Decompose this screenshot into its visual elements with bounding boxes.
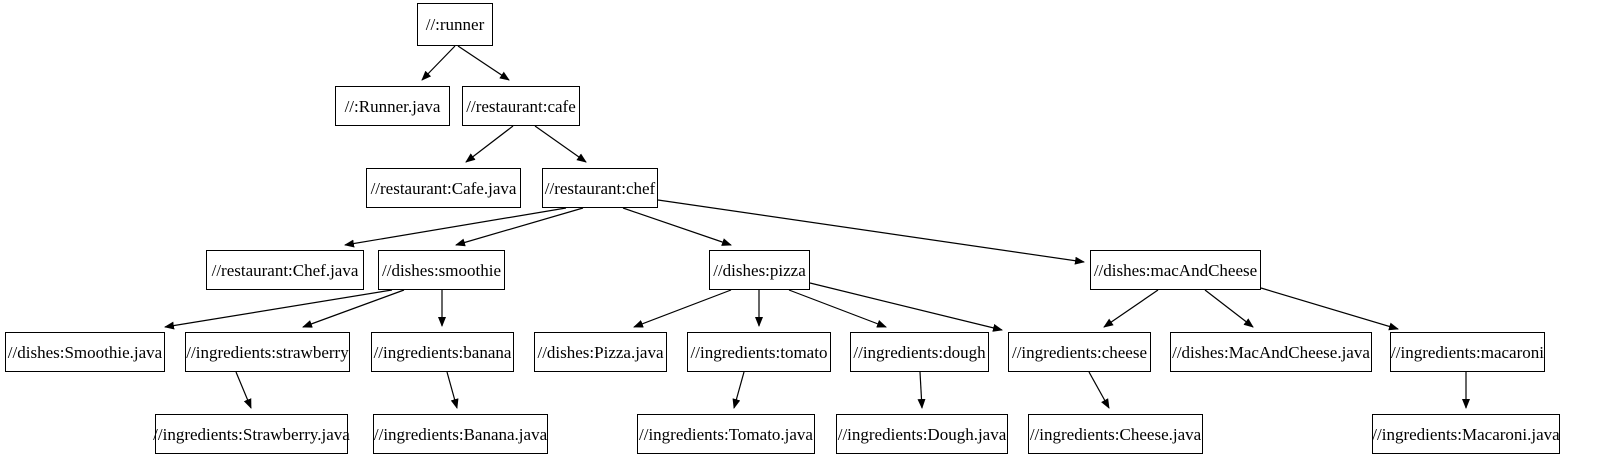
graph-node-label: //ingredients:cheese <box>1011 342 1147 362</box>
graph-edge-dishes_pizza-to-pizza_java <box>633 289 732 328</box>
graph-edge-dishes_smoothie-to-ing_strawberry <box>302 289 405 328</box>
graph-node-label: //restaurant:Cafe.java <box>370 178 517 198</box>
graph-edge-ing_cheese-to-cheese_java <box>1088 371 1110 409</box>
graph-node-strawberry_java[interactable]: //ingredients:Strawberry.java <box>153 414 350 454</box>
graph-node-ing_banana[interactable]: //ingredients:banana <box>371 332 514 372</box>
graph-node-ing_strawberry[interactable]: //ingredients:strawberry <box>185 332 350 372</box>
graph-edge-dishes_macandchee-to-ing_cheese <box>1103 289 1159 328</box>
graph-node-cheese_java[interactable]: //ingredients:Cheese.java <box>1028 414 1203 454</box>
graph-node-label: //ingredients:strawberry <box>186 342 349 362</box>
graph-node-label: //ingredients:Banana.java <box>373 424 548 444</box>
graph-node-dishes_pizza[interactable]: //dishes:pizza <box>709 250 810 290</box>
graph-node-label: //:runner <box>425 15 485 34</box>
graph-edge-restaurant_cafe-to-restaurant_chef <box>534 125 587 163</box>
graph-node-macandcheese_java[interactable]: //dishes:MacAndCheese.java <box>1170 332 1372 372</box>
graph-node-pizza_java[interactable]: //dishes:Pizza.java <box>534 332 667 372</box>
graph-node-label: //restaurant:chef <box>544 178 656 198</box>
graph-node-banana_java[interactable]: //ingredients:Banana.java <box>373 414 548 454</box>
graph-edge-restaurant_cafe-to-cafe_java <box>465 125 514 163</box>
graph-node-label: //ingredients:banana <box>373 342 512 362</box>
graph-edge-restaurant_chef-to-dishes_smoothie <box>455 207 584 247</box>
graph-node-label: //ingredients:Cheese.java <box>1029 424 1202 444</box>
graph-node-restaurant_chef[interactable]: //restaurant:chef <box>542 168 658 208</box>
graph-node-label: //ingredients:Tomato.java <box>639 424 813 444</box>
graph-node-chef_java[interactable]: //restaurant:Chef.java <box>206 250 364 290</box>
graph-edge-dishes_pizza-to-ing_dough <box>788 289 887 328</box>
graph-edge-ing_dough-to-dough_java <box>917 371 926 409</box>
graph-node-label: //dishes:smoothie <box>382 260 501 280</box>
graph-node-label: //ingredients:Strawberry.java <box>153 424 350 444</box>
graph-node-label: //restaurant:cafe <box>466 96 576 116</box>
graph-edge-restaurant_chef-to-dishes_pizza <box>622 207 732 246</box>
graph-edge-runner-to-runner_java <box>421 45 456 81</box>
graph-node-ing_macaroni[interactable]: //ingredients:macaroni <box>1390 332 1545 372</box>
graph-node-label: //restaurant:Chef.java <box>211 260 359 280</box>
graph-node-label: //ingredients:dough <box>853 342 986 362</box>
graph-node-label: //:Runner.java <box>344 96 441 116</box>
graph-node-macaroni_java[interactable]: //ingredients:Macaroni.java <box>1372 414 1560 454</box>
graph-node-label: //dishes:macAndCheese <box>1093 260 1258 280</box>
graph-edge-dishes_pizza-to-ing_cheese <box>809 282 1003 332</box>
graph-edge-dishes_macandchee-to-macandcheese_java <box>1204 289 1254 328</box>
graph-edge-dishes_smoothie-to-smoothie_java <box>164 289 393 330</box>
graph-node-dough_java[interactable]: //ingredients:Dough.java <box>836 414 1008 454</box>
graph-node-label: //ingredients:Dough.java <box>837 424 1007 444</box>
graph-node-ing_tomato[interactable]: //ingredients:tomato <box>687 332 831 372</box>
graph-node-dishes_smoothie[interactable]: //dishes:smoothie <box>378 250 505 290</box>
graph-node-cafe_java[interactable]: //restaurant:Cafe.java <box>366 168 521 208</box>
graph-node-dishes_macandchee[interactable]: //dishes:macAndCheese <box>1090 250 1261 290</box>
graph-node-label: //dishes:MacAndCheese.java <box>1172 342 1370 362</box>
graph-edge-ing_tomato-to-tomato_java <box>732 371 745 409</box>
graph-node-ing_dough[interactable]: //ingredients:dough <box>850 332 989 372</box>
graph-edge-ing_banana-to-banana_java <box>446 371 459 409</box>
graph-node-restaurant_cafe[interactable]: //restaurant:cafe <box>462 86 580 126</box>
graph-node-label: //dishes:Smoothie.java <box>7 342 163 362</box>
graph-edge-runner-to-restaurant_cafe <box>457 45 510 81</box>
graph-node-label: //dishes:Pizza.java <box>537 342 664 362</box>
graph-node-smoothie_java[interactable]: //dishes:Smoothie.java <box>5 332 165 372</box>
graph-node-runner_java[interactable]: //:Runner.java <box>335 86 450 126</box>
graph-node-label: //ingredients:Macaroni.java <box>1372 424 1560 444</box>
graph-node-ing_cheese[interactable]: //ingredients:cheese <box>1008 332 1151 372</box>
graph-edge-restaurant_chef-to-chef_java <box>344 207 567 248</box>
graph-edge-ing_strawberry-to-strawberry_java <box>235 371 252 409</box>
graph-node-label: //ingredients:tomato <box>690 342 828 362</box>
graph-node-label: //ingredients:macaroni <box>1391 342 1544 362</box>
graph-node-runner[interactable]: //:runner <box>417 3 493 46</box>
graph-node-label: //dishes:pizza <box>713 260 806 280</box>
graph-edge-dishes_macandchee-to-ing_macaroni <box>1260 287 1399 331</box>
graph-node-tomato_java[interactable]: //ingredients:Tomato.java <box>637 414 815 454</box>
